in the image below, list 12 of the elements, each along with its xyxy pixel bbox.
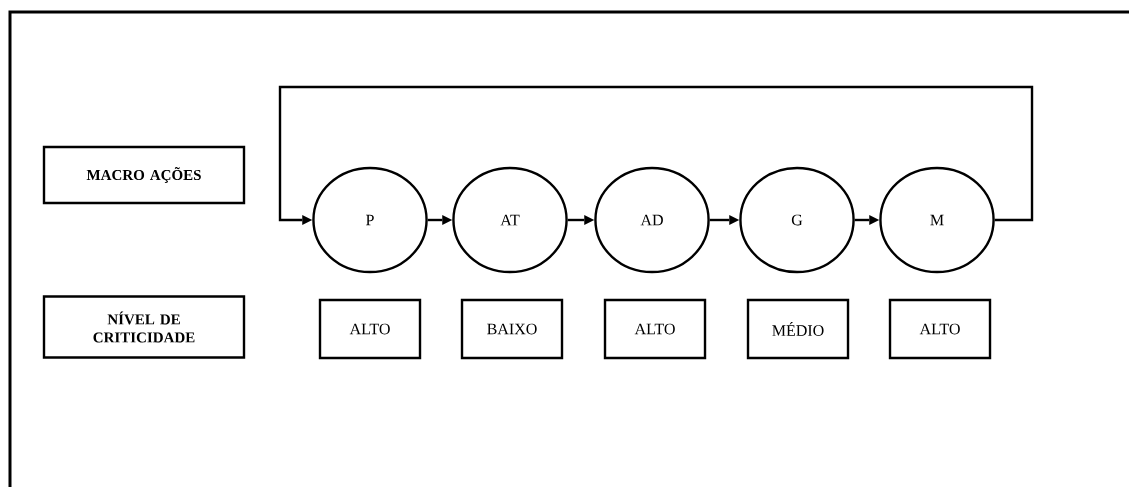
label-box: ALTO bbox=[318, 298, 422, 360]
label-box: NÍVEL DE CRITICIDADE bbox=[42, 295, 246, 359]
label-box: ALTO bbox=[888, 298, 992, 360]
arrow bbox=[567, 215, 595, 225]
label-box: ALTO bbox=[603, 298, 707, 360]
arrow bbox=[709, 215, 740, 225]
label-box: MACRO AÇÕES bbox=[42, 145, 246, 205]
arrow bbox=[278, 85, 1034, 225]
label-box: BAIXO bbox=[460, 298, 564, 360]
label-box: MÉDIO bbox=[746, 298, 850, 360]
arrow bbox=[854, 215, 880, 225]
arrow bbox=[427, 215, 453, 225]
